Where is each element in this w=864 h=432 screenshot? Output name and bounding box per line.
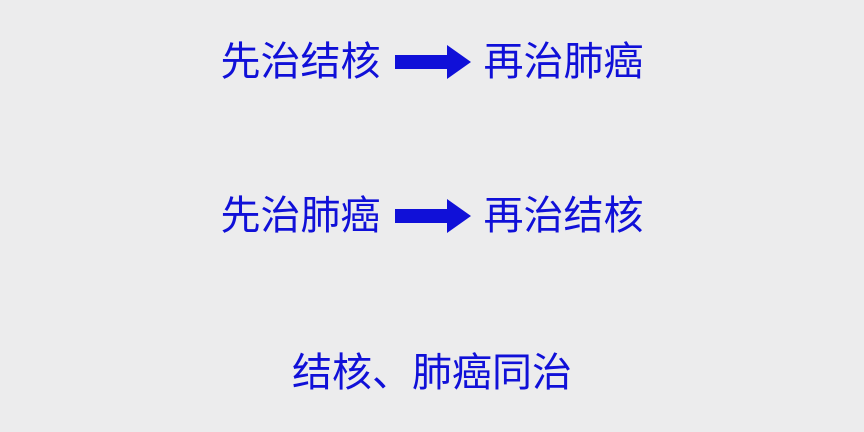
simultaneous-text: 结核、肺癌同治 — [292, 350, 572, 396]
left-text: 先治结核 — [220, 39, 381, 85]
right-text: 再治肺癌 — [483, 39, 644, 85]
right-arrow-icon — [394, 45, 471, 79]
left-text: 先治肺癌 — [220, 193, 381, 239]
right-arrow-icon — [394, 199, 471, 233]
sequence-row-cancer-first: 先治肺癌 再治结核 — [0, 196, 864, 236]
sequence-row-tb-first: 先治结核 再治肺癌 — [0, 42, 864, 82]
right-text: 再治结核 — [483, 193, 644, 239]
simultaneous-row: 结核、肺癌同治 — [0, 353, 864, 393]
